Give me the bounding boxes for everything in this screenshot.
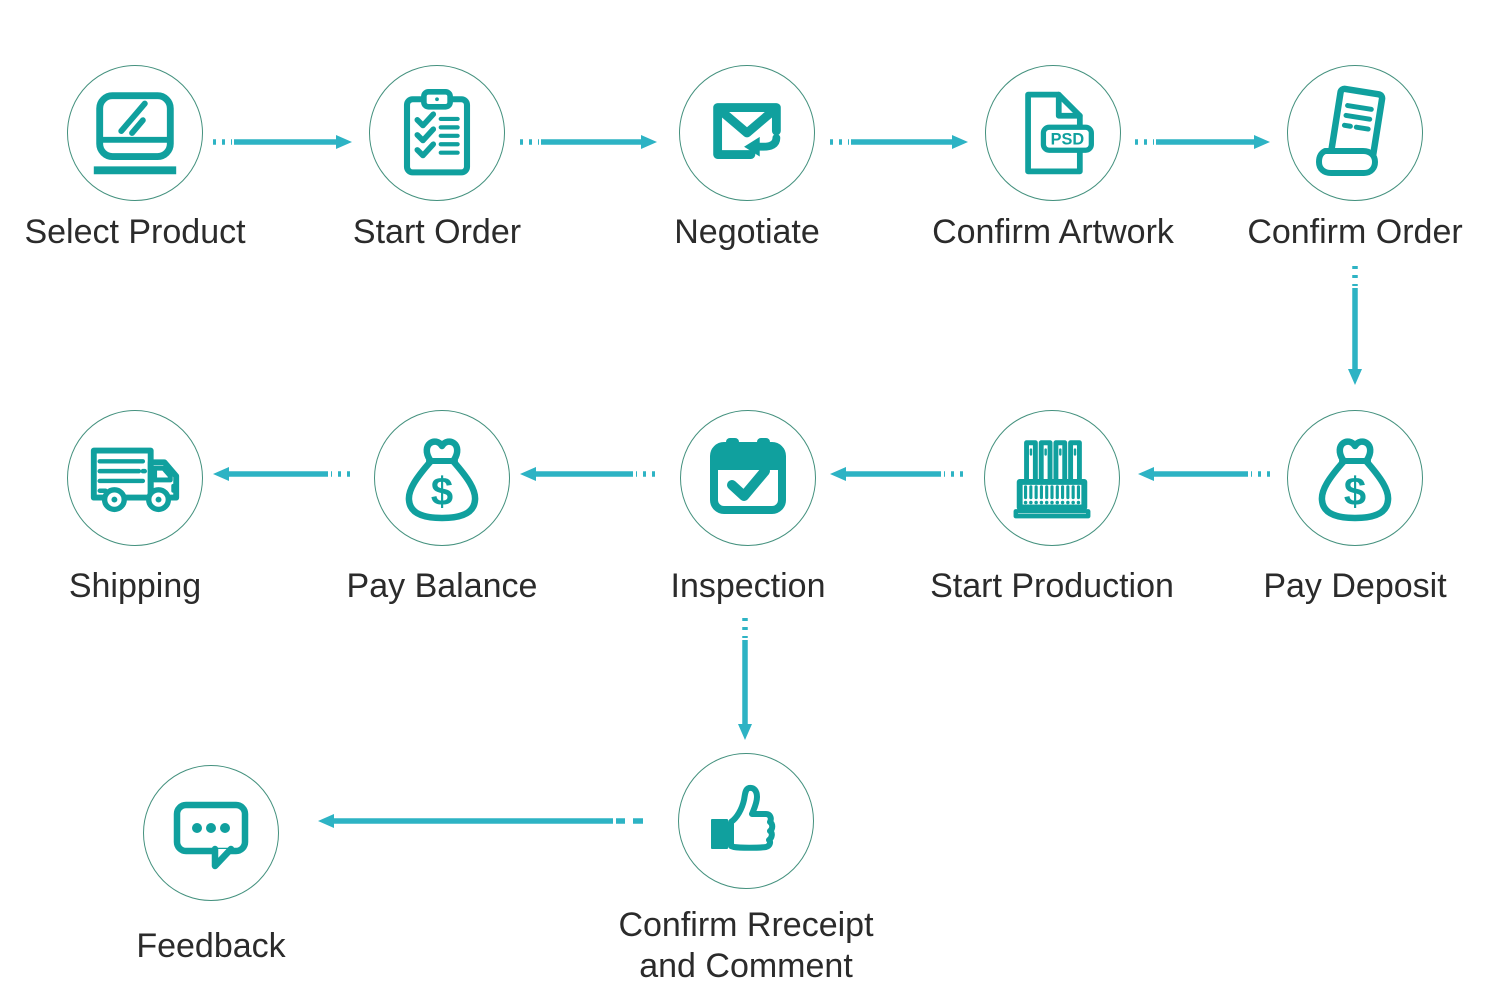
node-circle <box>1287 65 1423 201</box>
money-bag-icon: $ <box>405 438 479 522</box>
node-label: Start Production <box>930 567 1174 605</box>
node-label: Shipping <box>68 567 202 605</box>
node-circle <box>678 753 814 889</box>
node-label: Pay Deposit <box>1263 567 1447 605</box>
node-label: Start Order <box>352 213 522 251</box>
thumbs-up-icon <box>711 784 776 851</box>
node-circle <box>984 410 1120 546</box>
laptop-icon <box>93 92 177 175</box>
node-circle <box>679 65 815 201</box>
node-circle <box>67 65 203 201</box>
node-label: Feedback <box>136 927 286 965</box>
node-label: Pay Balance <box>346 567 538 605</box>
node-label: Negotiate <box>674 213 820 251</box>
node-circle <box>680 410 816 546</box>
node-circle: $ <box>374 410 510 546</box>
envelope-reply-icon <box>713 103 781 159</box>
node-label: Confirm Artwork <box>932 213 1174 251</box>
truck-icon <box>90 447 180 513</box>
dollar-symbol: $ <box>431 470 453 514</box>
receipt-icon <box>1316 85 1386 176</box>
node-label: Confirm Rreceipt and Comment <box>618 906 874 985</box>
node-circle: $ <box>1287 410 1423 546</box>
node-label: Confirm Order <box>1247 213 1463 251</box>
node-label: Inspection <box>670 567 826 605</box>
chat-bubble-icon <box>173 801 249 870</box>
psd-badge-text: PSD <box>1051 131 1085 149</box>
psd-file-icon: PSD <box>1025 91 1094 175</box>
calendar-check-icon <box>710 438 786 514</box>
factory-icon <box>1013 440 1091 519</box>
dollar-symbol: $ <box>1344 470 1366 514</box>
node-circle <box>143 765 279 901</box>
node-circle <box>369 65 505 201</box>
money-bag-icon: $ <box>1318 438 1392 522</box>
clipboard-checklist-icon <box>403 88 471 176</box>
node-label: Select Product <box>24 213 246 251</box>
node-circle: PSD <box>985 65 1121 201</box>
node-circle <box>67 410 203 546</box>
